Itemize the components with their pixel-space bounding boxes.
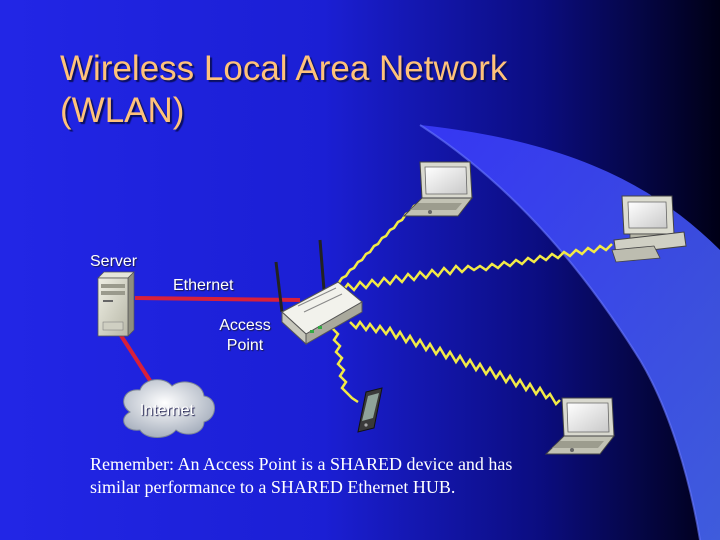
- access-point-label-line-2: Point: [226, 337, 264, 354]
- laptop-icon: [402, 161, 474, 217]
- ethernet-label: Ethernet: [173, 277, 234, 294]
- note-line-1: Remember: An Access Point is a SHARED de…: [90, 454, 513, 474]
- wireless-link-desktop: [329, 243, 613, 294]
- access-point-label-line-1: Access: [219, 317, 271, 334]
- note-line-2: similar performance to a SHARED Ethernet…: [90, 477, 456, 497]
- cloud-icon: [123, 379, 215, 438]
- remember-note: Remember: An Access Point is a SHARED de…: [90, 453, 650, 499]
- server-icon: [97, 271, 135, 337]
- access-point-icon: [274, 239, 363, 346]
- ethernet-link: [134, 296, 301, 302]
- wireless-links: [328, 196, 613, 407]
- wireless-link-laptop-bottom: [349, 319, 561, 407]
- slide-title: Wireless Local Area Network (WLAN): [60, 48, 660, 132]
- title-line-2: (WLAN): [60, 91, 185, 130]
- pda-icon: [357, 387, 383, 433]
- server-label: Server: [90, 253, 138, 270]
- desktop-computer-icon: [611, 195, 687, 263]
- internet-label: Internet: [139, 402, 195, 419]
- laptop-icon: [544, 397, 616, 455]
- access-point-label: Access Point: [200, 316, 290, 356]
- title-line-1: Wireless Local Area Network: [60, 49, 508, 88]
- wireless-link-pda: [331, 327, 359, 404]
